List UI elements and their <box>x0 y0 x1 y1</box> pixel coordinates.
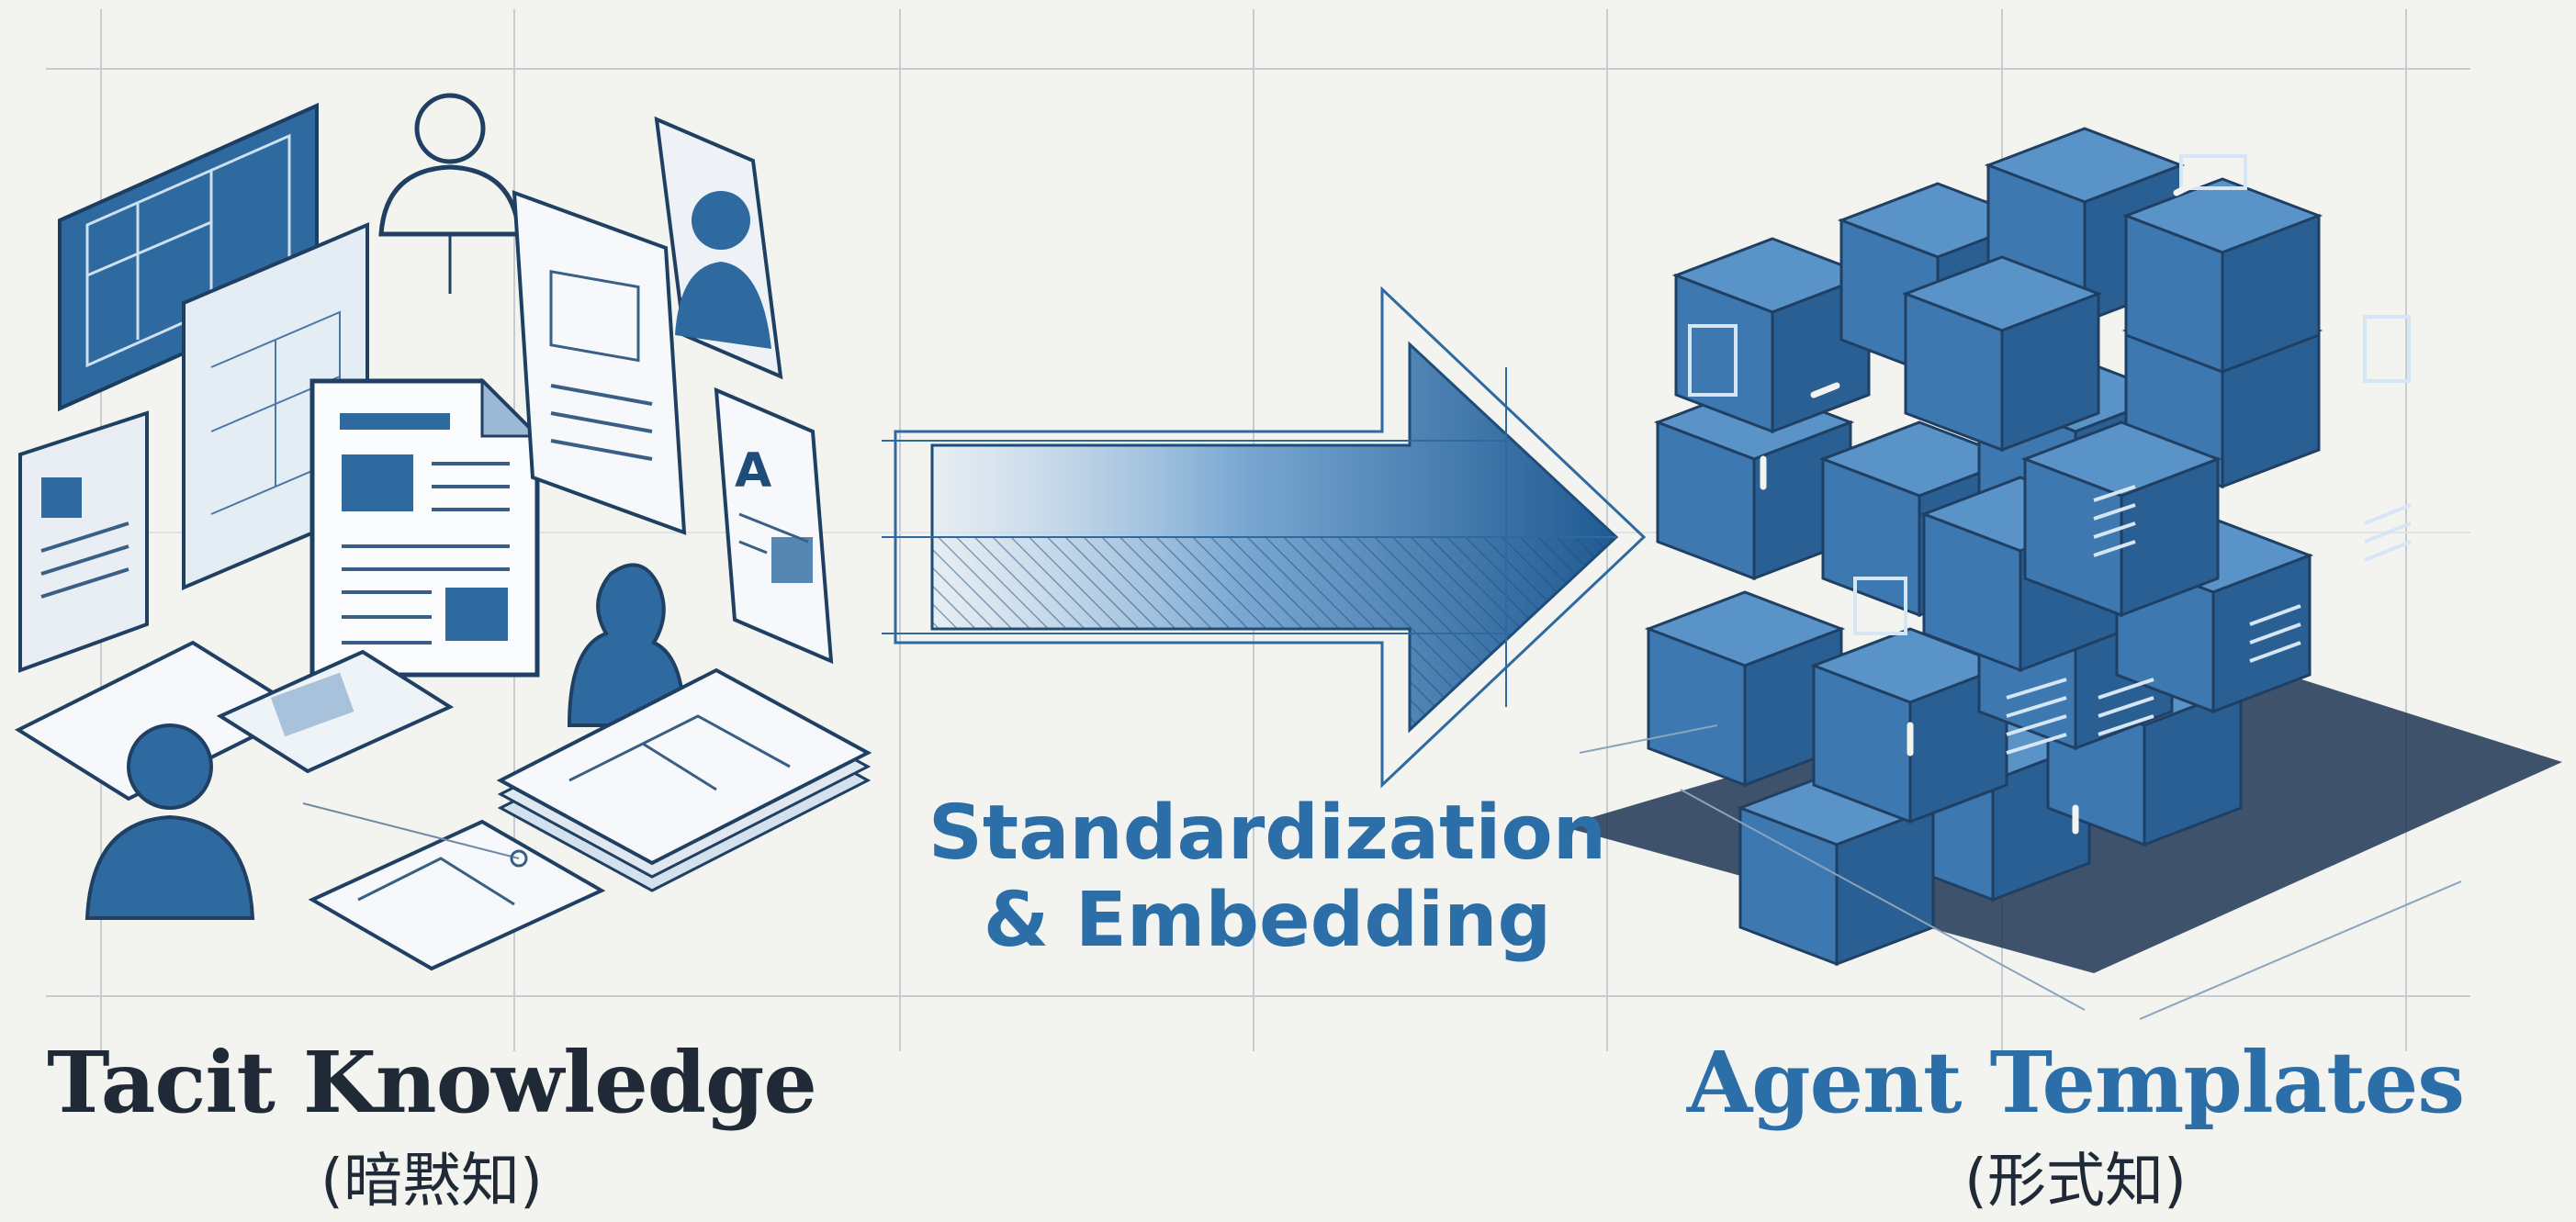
tacit-knowledge-title: Tacit Knowledge <box>47 1033 817 1132</box>
tacit-knowledge-subtitle: (暗黙知) <box>321 1148 543 1216</box>
person-silhouette-icon <box>567 563 687 727</box>
floor-plan-icon <box>14 640 606 971</box>
svg-text:A: A <box>735 443 771 499</box>
document-icon: A <box>714 387 834 665</box>
floor-plan-icon <box>496 667 872 892</box>
process-label-line2: & Embedding <box>983 877 1552 964</box>
person-silhouette-icon <box>378 93 522 294</box>
document-icon <box>309 377 541 678</box>
document-icon <box>512 190 687 535</box>
agent-templates-subtitle: (形式知) <box>1964 1148 2187 1216</box>
process-label-line1: Standardization <box>928 790 1607 877</box>
tacit-knowledge-cluster: A <box>14 93 872 971</box>
agent-templates-cube-cluster <box>1561 127 2562 1020</box>
transformation-arrow-icon <box>882 286 1647 789</box>
agent-templates-title: Agent Templates <box>1686 1033 2465 1132</box>
document-icon <box>18 410 149 673</box>
person-silhouette-icon <box>654 116 783 380</box>
person-silhouette-icon <box>84 723 255 920</box>
